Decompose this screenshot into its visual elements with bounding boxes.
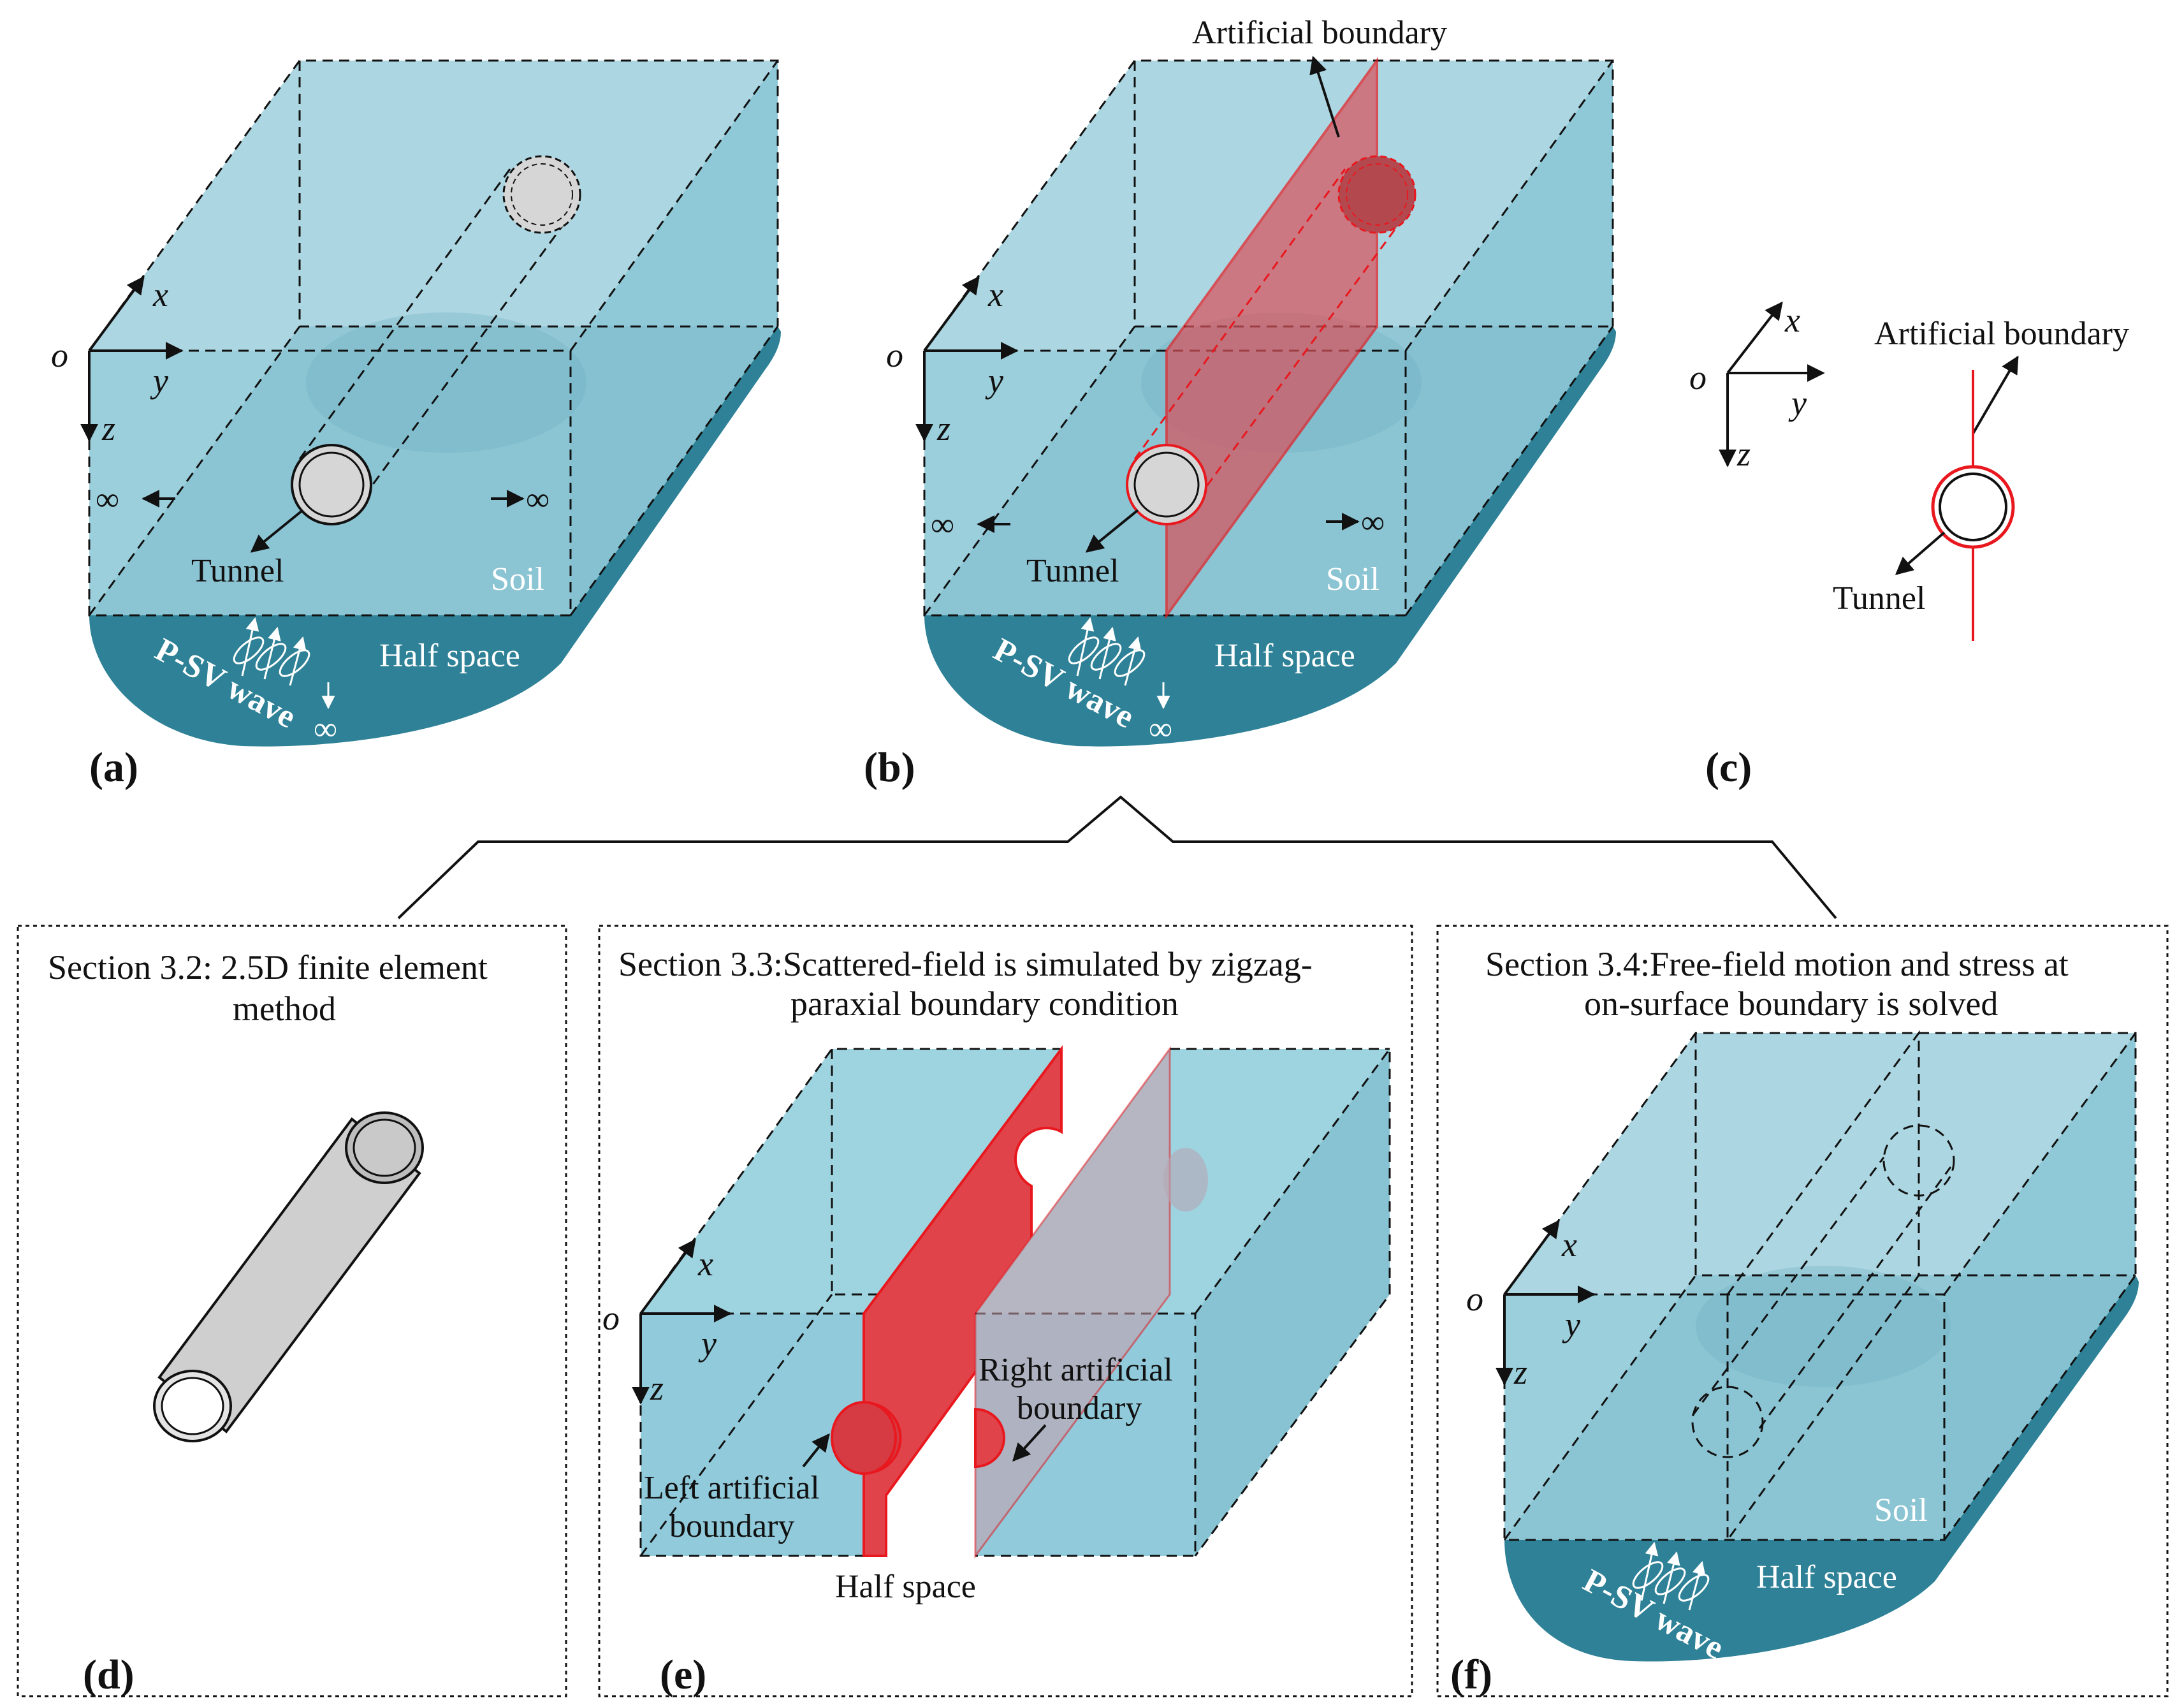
axis-o-label: o [1689, 358, 1707, 397]
infinity-right: ∞ [526, 481, 550, 518]
panel-f: Section 3.4:Free-field motion and stress… [1436, 925, 2169, 1698]
panel-b: Tunnel Soil Half space Artificial bounda… [864, 15, 1616, 791]
axis-x-arrow [88, 275, 145, 352]
axis-z-label: z [650, 1369, 664, 1407]
right-soil-block-side [1195, 1049, 1390, 1556]
axis-z-label: z [1513, 1353, 1527, 1391]
tunnel-near-end [1126, 444, 1207, 525]
panel-a: Tunnel Soil Half space o x y z ∞ ∞ P-SV … [51, 59, 781, 791]
section-line2: on-surface boundary is solved [1584, 985, 1998, 1023]
panel-label-d: (d) [83, 1652, 135, 1698]
axis-y-label: y [985, 362, 1003, 400]
artificial-boundary-pointer [1972, 355, 2019, 435]
axis-y-label: y [698, 1324, 717, 1363]
section-line1: Section 3.4:Free-field motion and stress… [1485, 945, 2069, 983]
axis-x-label: x [697, 1245, 713, 1283]
wave-icon [1068, 617, 1170, 710]
axis-o-label: o [886, 336, 903, 374]
right-boundary-label-line2: boundary [1017, 1390, 1142, 1426]
axis-x-label: x [1561, 1226, 1577, 1264]
axis-o-label: o [1466, 1280, 1483, 1318]
tunnel-near-end [291, 444, 372, 525]
infinity-left: ∞ [931, 507, 954, 543]
panel-label-f: (f) [1450, 1652, 1492, 1698]
wave-icon [233, 617, 335, 710]
tunnel-near-outline [1691, 1386, 1764, 1458]
tunnel-label: Tunnel [1833, 580, 1925, 617]
box-edges [923, 59, 1614, 617]
axis-o-label: o [602, 1299, 620, 1337]
half-space-region [924, 326, 1616, 747]
section-line2: method [233, 990, 336, 1028]
axis-y-label: y [150, 362, 168, 400]
axis-o-label: o [51, 336, 68, 374]
axis-x-label: x [987, 275, 1003, 314]
tunnel-far-outline [1882, 1124, 1955, 1197]
tunnel-label: Tunnel [1026, 553, 1119, 589]
left-boundary-label-line2: boundary [669, 1508, 794, 1544]
panel-d-frame [17, 925, 567, 1697]
infinity-bottom: ∞ [1149, 711, 1172, 747]
tunnel-pointer [250, 509, 304, 553]
panel-label-e: (e) [660, 1652, 706, 1698]
soil-label: Soil [1326, 561, 1380, 597]
tunnel-axis-lines [298, 168, 575, 498]
axis-z-label: z [936, 409, 950, 448]
soil-top-face [1504, 1033, 2136, 1294]
tunnel-far-end [1337, 155, 1416, 234]
right-boundary-label-line1: Right artificial [979, 1352, 1173, 1388]
soil-lower-layer [1504, 1275, 2136, 1540]
infinity-left: ∞ [96, 481, 119, 518]
half-space-region [89, 326, 781, 747]
left-artificial-boundary [863, 1044, 1063, 1557]
tunnel-far-end [502, 155, 581, 234]
axis-y-label: y [1562, 1305, 1580, 1344]
axis-y-label: y [1788, 384, 1807, 422]
axis-z-label: z [1736, 435, 1751, 473]
half-space-label: Half space [379, 638, 520, 674]
box-edges [88, 59, 779, 617]
infinity-bottom: ∞ [314, 711, 337, 747]
artificial-boundary-label: Artificial boundary [1874, 316, 2129, 352]
bracket-connector [397, 795, 1837, 919]
wave-icon [1632, 1541, 1710, 1611]
soil-label: Soil [1874, 1492, 1928, 1528]
axis-z-label: z [101, 409, 115, 448]
half-space-label: Half space [1756, 1559, 1897, 1595]
section-line1: Section 3.3:Scattered-field is simulated… [618, 945, 1313, 983]
half-space-label: Half space [835, 1569, 976, 1605]
artificial-boundary-label: Artificial boundary [1192, 15, 1447, 51]
artificial-boundary-pointer [1309, 55, 1340, 138]
left-soil-block-top [641, 1049, 1061, 1314]
boundary-tunnel-lines [1133, 168, 1410, 498]
tunnel-pointer [1085, 509, 1139, 553]
soil-top-face [924, 61, 1613, 351]
section-line1: Section 3.2: 2.5D finite element [48, 948, 488, 986]
soil-shading [306, 312, 586, 453]
artificial-boundary-plane [1165, 56, 1378, 620]
box-edges [1503, 1032, 2137, 1541]
panel-e: Section 3.3:Scattered-field is simulated… [598, 925, 1413, 1698]
left-boundary-label-line1: Left artificial [644, 1470, 820, 1506]
panel-label-c: (c) [1705, 744, 1752, 791]
section-line2: paraxial boundary condition [790, 985, 1179, 1023]
soil-label: Soil [491, 561, 544, 597]
infinity-right: ∞ [1361, 504, 1385, 541]
axis-x-label: x [1784, 301, 1800, 339]
axis-x-label: x [152, 275, 168, 314]
tunnel-pointer [1895, 531, 1946, 575]
panel-c: o x y z Artificial boundary Tunnel (c) [1689, 301, 2129, 791]
panel-d: Section 3.2: 2.5D finite element method … [17, 925, 567, 1698]
right-artificial-boundary [974, 1046, 1171, 1559]
soil-top-face [89, 61, 778, 351]
panel-label-a: (a) [89, 744, 138, 791]
tunnel-label: Tunnel [191, 553, 284, 589]
half-space-label: Half space [1214, 638, 1355, 674]
panel-e-frame [598, 925, 1413, 1697]
on-surface-boundary [1726, 1030, 1920, 1543]
panel-label-b: (b) [864, 744, 915, 791]
